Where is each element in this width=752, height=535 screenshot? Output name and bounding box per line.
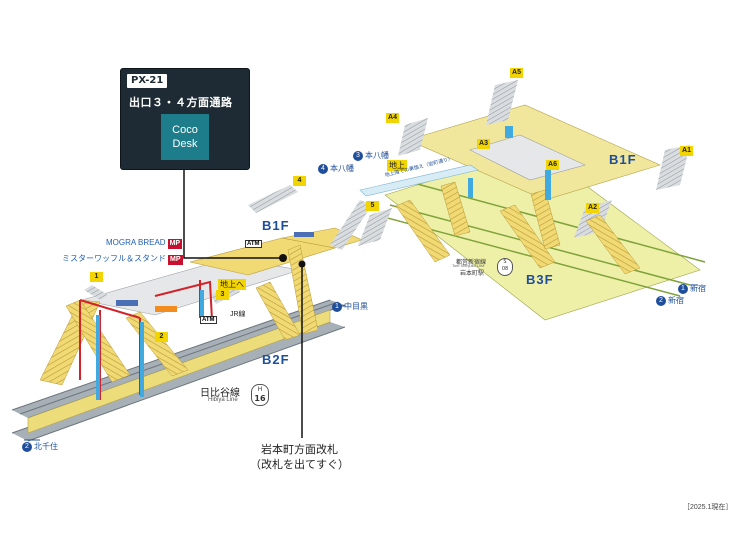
exit-marker-a4: A4 <box>386 113 399 123</box>
station-number: 08 <box>501 266 509 272</box>
callout-leader <box>183 168 282 259</box>
direction-motoyawata-4: 4 本八幡 <box>318 163 354 174</box>
facility-code: PX-21 <box>127 74 168 88</box>
direction-number: 2 <box>656 295 666 306</box>
exit-marker-5: 5 <box>366 201 379 211</box>
direction-text: 中目黒 <box>344 302 368 311</box>
atm-sign-b1: ATM <box>245 240 262 248</box>
mp-badge: MP <box>167 239 183 249</box>
exit-marker-3: 3 <box>216 290 229 300</box>
mp-badge: MP <box>168 255 183 265</box>
exit-marker-4: 4 <box>293 176 306 186</box>
left-gate <box>116 232 314 312</box>
facility-callout: PX-21 出口３・４方面通路 Coco Desk <box>120 68 250 170</box>
shinjuku-station-number-badge: S 08 <box>497 258 513 276</box>
iwamotocho-station-name: 岩本町駅 <box>460 271 485 277</box>
floor-label-right-b3: B3F <box>526 272 554 287</box>
station-number: 16 <box>254 394 266 403</box>
ground-sign: 地上 <box>387 160 407 171</box>
exit-marker-2: 2 <box>155 332 168 342</box>
exit-marker-a3: A3 <box>477 139 490 149</box>
exit-marker-a1: A1 <box>680 146 693 156</box>
direction-shinjuku-2: 2 新宿 <box>656 295 684 306</box>
direction-text: 北千住 <box>34 442 58 451</box>
direction-text: 新宿 <box>690 284 706 293</box>
jr-line-label: JR線 <box>230 311 246 318</box>
floor-label-left-b1: B1F <box>262 218 290 233</box>
to-ground-sign: 地上へ <box>218 279 246 290</box>
direction-number: 1 <box>678 283 688 294</box>
direction-shinjuku-1: 1 新宿 <box>678 283 706 294</box>
direction-number: 4 <box>318 163 328 174</box>
exit-marker-1: 1 <box>90 272 103 282</box>
cocodesk-logo: Coco Desk <box>161 114 209 160</box>
gate-name: 岩本町方面改札 <box>261 443 338 456</box>
hibiya-station-number-badge: H 16 <box>251 384 269 406</box>
floor-label-right-b1: B1F <box>609 152 637 167</box>
right-pillars <box>468 126 551 200</box>
exit-marker-a2: A2 <box>586 203 599 213</box>
direction-nakameguro: 1 中目黒 <box>332 301 368 312</box>
gate-note: （改札を出てすぐ） <box>250 458 349 471</box>
hibiya-line-name: 日比谷線 <box>200 388 240 399</box>
atm-sign-b2: ATM <box>200 316 217 324</box>
direction-motoyawata-3: 3 本八幡 <box>353 150 389 161</box>
hibiya-line-name-en: Hibiya Line <box>208 397 238 403</box>
as-of-date: ［2025.1現在］ <box>683 504 733 511</box>
shinjuku-line-name-en: Toei Shinjuku Line <box>452 263 485 268</box>
direction-kitasenju: 2 北千住 <box>22 441 58 452</box>
line-letter: H <box>257 386 263 393</box>
logo-line-2: Desk <box>172 138 198 150</box>
shop-name: ミスターワッフル＆スタンド <box>62 254 166 263</box>
direction-text: 本八幡 <box>365 151 389 160</box>
floor-label-left-b2: B2F <box>262 352 290 367</box>
direction-number: 2 <box>22 441 32 452</box>
direction-text: 新宿 <box>668 296 684 305</box>
shinjuku-line-name: 都営新宿線 <box>456 260 487 266</box>
direction-number: 3 <box>353 150 363 161</box>
direction-number: 1 <box>332 301 342 312</box>
gate-callout: 岩本町方面改札 （改札を出てすぐ） <box>250 442 349 472</box>
shop-name: MOGRA BREAD <box>106 238 166 247</box>
exit-marker-a5: A5 <box>510 68 523 78</box>
logo-line-1: Coco <box>172 124 198 136</box>
blue-pillars <box>96 290 204 400</box>
callout-title: 出口３・４方面通路 <box>129 96 233 109</box>
line-letter: S <box>503 259 507 265</box>
direction-text: 本八幡 <box>330 164 354 173</box>
exit-marker-a6: A6 <box>546 160 559 170</box>
